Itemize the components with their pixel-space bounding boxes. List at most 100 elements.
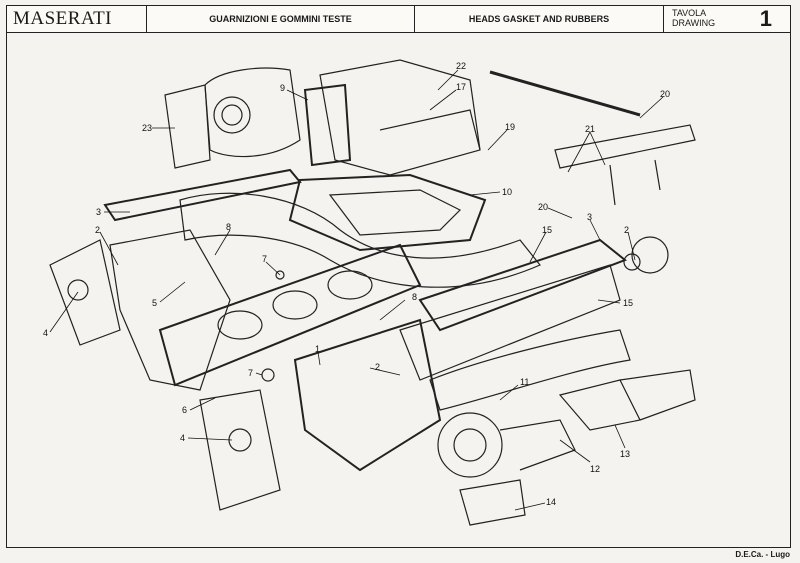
cover-10-inner xyxy=(328,189,462,236)
exhaust-pipe xyxy=(619,369,696,421)
callout-12: 12 xyxy=(590,464,600,474)
callout-22: 22 xyxy=(456,61,466,71)
gasket-9-shape xyxy=(303,83,352,167)
callout-23: 23 xyxy=(142,123,152,133)
leader-2-right xyxy=(627,231,636,261)
throttle-bore-inner xyxy=(221,104,243,126)
leader-2-left xyxy=(99,231,119,266)
o-ring-7-lower xyxy=(261,368,275,382)
leader-8-top xyxy=(214,229,231,256)
callout-8-top: 8 xyxy=(226,222,231,232)
leader-13 xyxy=(614,424,626,449)
timing-cover-lower xyxy=(199,389,281,511)
callout-10: 10 xyxy=(502,187,512,197)
callout-20-top: 20 xyxy=(660,89,670,99)
label-drawing: DRAWING xyxy=(672,18,716,28)
callout-15-top: 15 xyxy=(542,225,552,235)
callout-5: 5 xyxy=(152,298,157,308)
seal-4-upper xyxy=(67,279,89,301)
head-gasket-lower xyxy=(293,318,442,472)
turbocharger-inlet xyxy=(453,428,487,462)
right-head-shape xyxy=(399,264,621,381)
leader-11 xyxy=(499,384,519,401)
leader-15-top xyxy=(529,231,547,263)
leader-20-mid xyxy=(547,207,573,219)
throttle-body-shape xyxy=(204,67,301,158)
leader-12 xyxy=(559,439,591,463)
turbocharger-housing xyxy=(437,412,503,478)
drawing-number-label: TAVOLA DRAWING xyxy=(672,8,715,28)
callout-7-lower: 7 xyxy=(248,368,253,378)
gasket-3-left xyxy=(103,168,302,222)
intake-manifold-shape xyxy=(179,192,541,288)
leader-14 xyxy=(514,502,546,511)
callout-9: 9 xyxy=(280,83,285,93)
leader-7-top xyxy=(265,261,281,276)
cover-10-shape xyxy=(288,173,487,252)
callout-21: 21 xyxy=(585,124,595,134)
drawing-title-english: HEADS GASKET AND RUBBERS xyxy=(415,6,664,32)
title-block: MASERATI GUARNIZIONI E GOMMINI TESTE HEA… xyxy=(6,5,791,33)
callout-4-lower: 4 xyxy=(180,433,185,443)
callout-7-top: 7 xyxy=(262,254,267,264)
leader-4-lower xyxy=(187,437,233,441)
turbo-flange xyxy=(499,419,576,471)
leader-17 xyxy=(429,89,457,111)
exhaust-manifold-11 xyxy=(429,329,631,411)
callout-20-mid: 20 xyxy=(538,202,548,212)
exhaust-gasket-13 xyxy=(558,379,641,431)
callout-2-left: 2 xyxy=(95,225,100,235)
callout-4-upper: 4 xyxy=(43,328,48,338)
plenum-edge xyxy=(379,109,481,151)
leader-2-mid xyxy=(369,367,401,376)
callout-15-right: 15 xyxy=(623,298,633,308)
drawing-frame xyxy=(6,33,791,548)
callout-17: 17 xyxy=(456,82,466,92)
callout-3-left: 3 xyxy=(96,207,101,217)
plenum-box-shape xyxy=(319,59,481,176)
leader-lines xyxy=(49,69,664,511)
drawing-number-cell: TAVOLA DRAWING 1 xyxy=(664,6,790,32)
left-block-shape xyxy=(109,229,231,391)
drawing-number: 1 xyxy=(759,6,772,31)
fuel-rail-top xyxy=(489,70,641,117)
fuel-rail-stands xyxy=(609,159,661,206)
leader-1 xyxy=(317,351,321,366)
callout-8-mid: 8 xyxy=(412,292,417,302)
drawing-title-italian: GUARNIZIONI E GOMMINI TESTE xyxy=(147,6,415,32)
leader-7-lower xyxy=(255,372,263,376)
seal-4-lower xyxy=(228,428,252,452)
callout-3-right: 3 xyxy=(587,212,592,222)
leader-21b xyxy=(589,131,606,166)
callout-6: 6 xyxy=(182,405,187,415)
leader-5 xyxy=(159,281,186,303)
wastegate-14 xyxy=(459,479,526,526)
leader-21a xyxy=(567,131,591,173)
leader-9 xyxy=(286,89,309,101)
leader-3-right xyxy=(589,219,601,241)
callout-14: 14 xyxy=(546,497,556,507)
callout-13: 13 xyxy=(620,449,630,459)
leader-19 xyxy=(487,129,508,151)
bore-2 xyxy=(272,290,318,320)
callout-11: 11 xyxy=(520,377,529,387)
leader-6 xyxy=(189,397,216,411)
leader-4-upper xyxy=(49,291,79,333)
brand-name: MASERATI xyxy=(7,6,147,32)
o-ring-right xyxy=(623,253,641,271)
leader-8-mid xyxy=(379,299,406,321)
callout-numbers: 23 9 22 17 19 20 21 10 3 20 3 15 15 2 2 … xyxy=(43,61,670,507)
callout-1: 1 xyxy=(315,344,320,354)
bore-3 xyxy=(327,270,373,300)
leader-20-top xyxy=(639,96,664,119)
engine-illustration xyxy=(49,59,696,526)
publisher-credit: D.E.Ca. - Lugo xyxy=(735,550,790,559)
leader-22 xyxy=(437,69,459,91)
gasket-15-shape xyxy=(418,238,627,332)
callout-19: 19 xyxy=(505,122,515,132)
fuel-rail-right xyxy=(554,124,696,169)
callout-2-mid: 2 xyxy=(375,362,380,372)
o-ring-7-upper xyxy=(275,270,285,280)
water-pump-cover-right xyxy=(631,236,669,274)
